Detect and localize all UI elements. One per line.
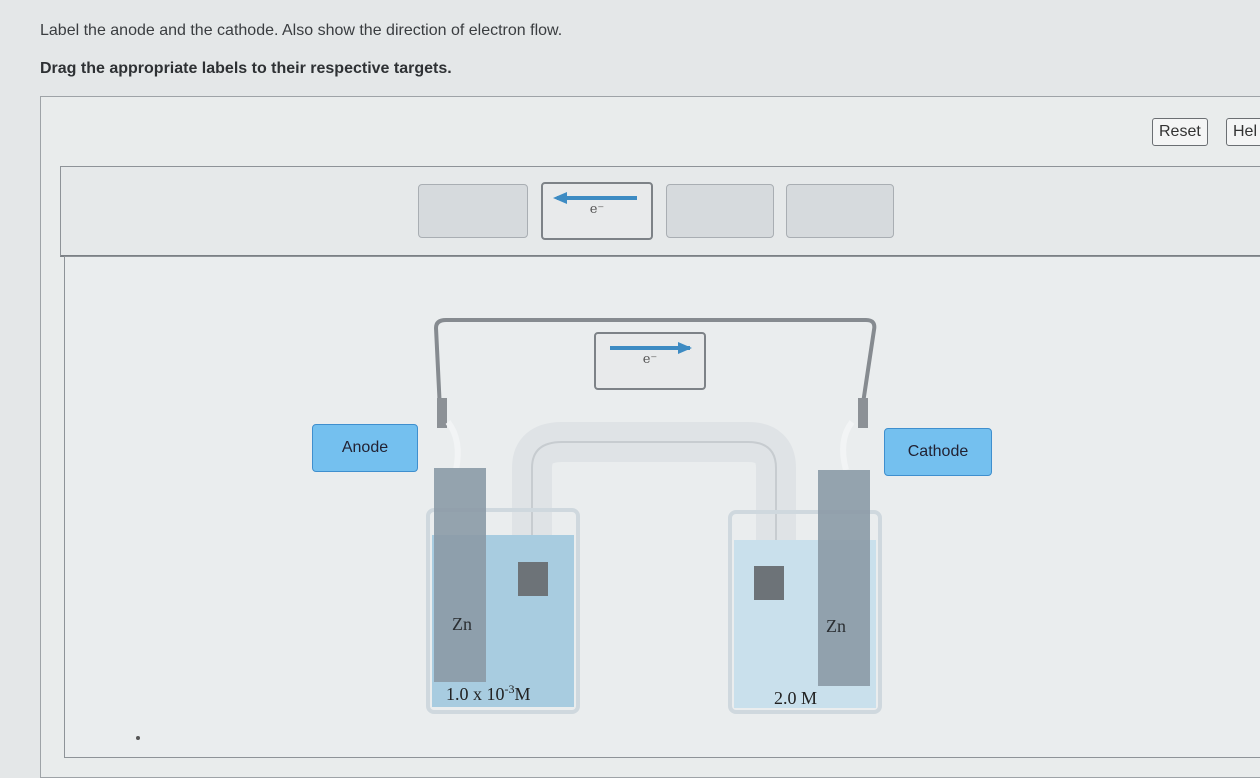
left-concentration-label: 1.0 x 10-3M xyxy=(446,682,531,705)
right-electrode-label: Zn xyxy=(826,616,846,636)
left-bridge-plug xyxy=(518,562,548,596)
left-beaker xyxy=(426,508,580,714)
arrowhead-right-icon xyxy=(678,342,692,354)
help-button[interactable]: Hel xyxy=(1226,118,1260,146)
instruction-drag-text: Drag the appropriate labels to their res… xyxy=(40,60,452,77)
left-zn-electrode xyxy=(434,468,486,682)
label-bank-empty-slot-1 xyxy=(418,184,528,238)
left-concentration-unit: M xyxy=(514,684,531,704)
left-concentration-base: 1.0 x 10 xyxy=(446,684,505,704)
label-bank xyxy=(60,166,1260,257)
placed-electron-right-arrow-label[interactable]: e⁻ xyxy=(594,332,706,390)
electron-symbol: e⁻ xyxy=(589,202,605,217)
cathode-label[interactable]: Cathode xyxy=(884,428,992,476)
salt-bridge-edge xyxy=(531,441,777,600)
left-electrode-label: Zn xyxy=(452,614,472,634)
left-concentration-exponent: -3 xyxy=(504,682,515,696)
electron-left-arrow-label[interactable]: e⁻ xyxy=(541,182,653,240)
external-wire xyxy=(433,318,877,411)
reset-button[interactable]: Reset xyxy=(1152,118,1208,146)
right-clip xyxy=(858,398,868,428)
left-clip xyxy=(437,398,447,428)
right-zn-electrode xyxy=(818,470,870,686)
right-wire-lead xyxy=(840,420,855,471)
galvanic-cell-diagram xyxy=(426,318,882,714)
stray-dot xyxy=(136,736,140,740)
electron-symbol: e⁻ xyxy=(642,352,658,367)
right-concentration-label: 2.0 M xyxy=(774,688,818,708)
right-bridge-plug xyxy=(754,566,784,600)
right-arrow-icon xyxy=(610,346,690,350)
instruction-text: Label the anode and the cathode. Also sh… xyxy=(40,22,563,39)
left-wire-lead xyxy=(445,420,461,471)
label-bank-empty-slot-2 xyxy=(666,184,774,238)
arrowhead-left-icon xyxy=(553,192,567,204)
right-beaker xyxy=(728,510,882,714)
label-bank-empty-slot-3 xyxy=(786,184,894,238)
left-arrow-icon xyxy=(557,196,637,200)
anode-label[interactable]: Anode xyxy=(312,424,418,472)
